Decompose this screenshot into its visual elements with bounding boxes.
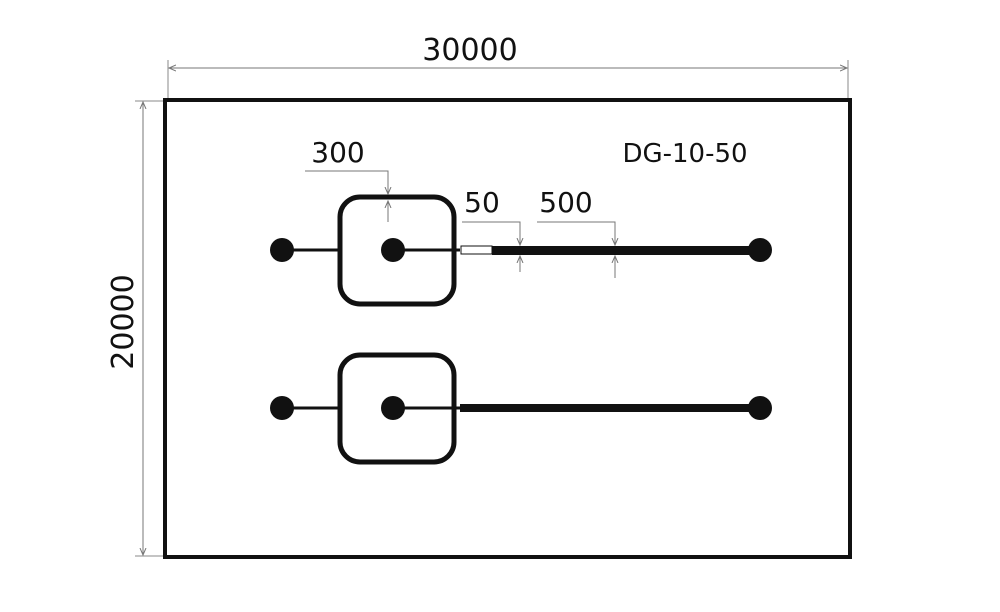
pad-dot [270, 238, 294, 262]
sample-label: DG-10-50 [622, 139, 747, 169]
dim-50-label: 50 [464, 186, 500, 219]
dimension-50: 50 [462, 186, 520, 272]
dimension-500: 500 [537, 186, 615, 278]
electrode-row-2 [270, 352, 772, 465]
pad-dot [381, 396, 405, 420]
dim-500-label: 500 [539, 186, 592, 219]
gap-segment [460, 245, 493, 255]
pad-dot [748, 396, 772, 420]
dim-300-label: 300 [311, 136, 364, 169]
height-label: 20000 [106, 274, 141, 369]
electrode-row-1 [270, 194, 772, 307]
width-dimension: 30000 [167, 33, 849, 98]
pad-dot [748, 238, 772, 262]
thick-line [460, 404, 760, 412]
width-label: 30000 [422, 33, 517, 68]
height-dimension: 20000 [106, 100, 163, 557]
pad-dot [270, 396, 294, 420]
dimension-300: 300 [305, 136, 388, 222]
pad-dot [381, 238, 405, 262]
substrate-outline [163, 98, 852, 559]
thick-line [492, 246, 760, 255]
